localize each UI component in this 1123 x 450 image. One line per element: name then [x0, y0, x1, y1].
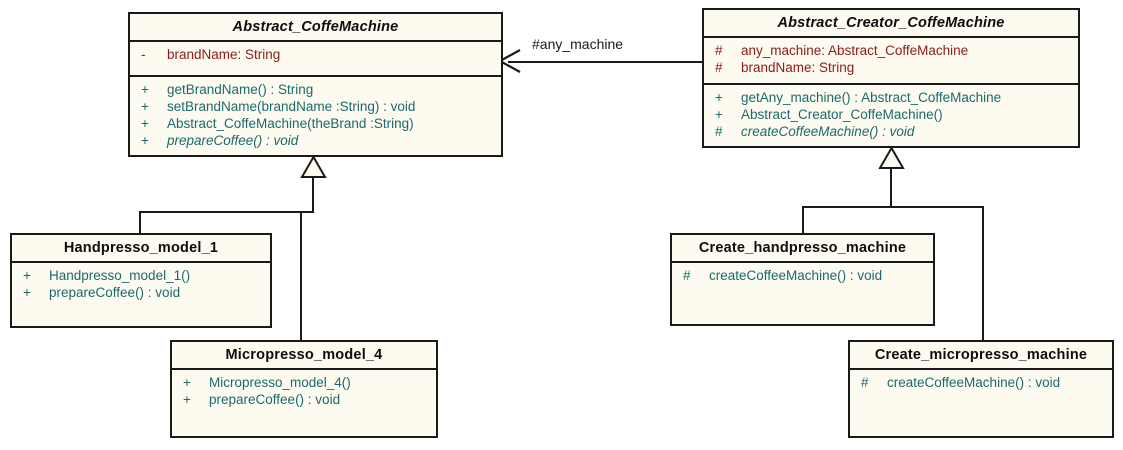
method-row: + Abstract_CoffeMachine(theBrand :String…: [130, 115, 499, 132]
method-row: + getAny_machine() : Abstract_CoffeMachi…: [704, 89, 1076, 106]
association-label-any-machine: #any_machine: [532, 36, 624, 52]
class-divider: [850, 368, 1112, 370]
generalization-stem-left: [312, 176, 314, 212]
methods-compartment: + Micropresso_model_4() + prepareCoffee(…: [172, 370, 436, 412]
attribute-signature: any_machine: Abstract_CoffeMachine: [741, 43, 969, 58]
generalization-drop-create-micropresso: [982, 206, 984, 340]
method-signature: prepareCoffee() : void: [167, 133, 299, 148]
method-row: + Abstract_Creator_CoffeMachine(): [704, 106, 1076, 123]
generalization-bus-left: [139, 211, 314, 213]
class-divider: [130, 40, 501, 42]
method-row: + Handpresso_model_1(): [12, 267, 268, 284]
generalization-triangle-right-icon: [878, 145, 905, 169]
visibility-marker: #: [715, 124, 723, 139]
visibility-marker: +: [183, 392, 191, 407]
class-divider: [130, 75, 501, 77]
method-row: + prepareCoffee() : void: [172, 391, 434, 408]
method-signature: setBrandName(brandName :String) : void: [167, 99, 416, 114]
attributes-compartment: - brandName: String: [130, 42, 501, 75]
class-divider: [172, 368, 436, 370]
method-signature: Micropresso_model_4(): [209, 375, 351, 390]
method-signature: Handpresso_model_1(): [49, 268, 191, 283]
method-row: # createCoffeeMachine() : void: [850, 374, 1110, 391]
visibility-marker: +: [715, 107, 723, 122]
method-signature: Abstract_Creator_CoffeMachine(): [741, 107, 943, 122]
visibility-marker: #: [861, 375, 869, 390]
attribute-row: # any_machine: Abstract_CoffeMachine: [704, 42, 1076, 59]
visibility-marker: #: [715, 60, 723, 75]
method-signature: prepareCoffee() : void: [209, 392, 341, 407]
visibility-marker: +: [141, 133, 149, 148]
method-signature: prepareCoffee() : void: [49, 285, 181, 300]
class-title-abstract-coffemachine: Abstract_CoffeMachine: [232, 19, 399, 35]
class-divider: [704, 83, 1078, 85]
attributes-compartment: # any_machine: Abstract_CoffeMachine # b…: [704, 38, 1078, 83]
visibility-marker: +: [23, 285, 31, 300]
attribute-row: # brandName: String: [704, 59, 1076, 76]
class-title-create-micropresso-machine: Create_micropresso_machine: [874, 347, 1088, 363]
visibility-marker: +: [715, 90, 723, 105]
visibility-marker: #: [715, 43, 723, 58]
visibility-marker: +: [141, 99, 149, 114]
generalization-triangle-left-icon: [300, 154, 327, 178]
visibility-marker: +: [23, 268, 31, 283]
class-title-abstract-creator-coffemachine: Abstract_Creator_CoffeMachine: [777, 15, 1005, 31]
class-divider: [704, 36, 1078, 38]
visibility-marker: +: [141, 116, 149, 131]
method-signature: Abstract_CoffeMachine(theBrand :String): [167, 116, 414, 131]
method-signature: createCoffeeMachine() : void: [887, 375, 1061, 390]
methods-compartment: + getBrandName() : String + setBrandName…: [130, 77, 501, 153]
method-signature: createCoffeeMachine() : void: [709, 268, 883, 283]
method-signature: getAny_machine() : Abstract_CoffeMachine: [741, 90, 1002, 105]
visibility-marker: -: [141, 47, 146, 62]
method-row-abstract: + prepareCoffee() : void: [130, 132, 499, 149]
method-signature: getBrandName() : String: [167, 82, 314, 97]
class-title-create-handpresso-machine: Create_handpresso_machine: [698, 240, 907, 256]
class-title-handpresso-model-1: Handpresso_model_1: [63, 240, 219, 256]
method-row-abstract: # createCoffeeMachine() : void: [704, 123, 1076, 140]
visibility-marker: #: [683, 268, 691, 283]
method-row: + prepareCoffee() : void: [12, 284, 268, 301]
class-box-create-handpresso-machine[interactable]: Create_handpresso_machine # createCoffee…: [670, 233, 935, 326]
method-row: + setBrandName(brandName :String) : void: [130, 98, 499, 115]
class-box-handpresso-model-1[interactable]: Handpresso_model_1 + Handpresso_model_1(…: [10, 233, 272, 328]
generalization-stem-right: [890, 167, 892, 207]
class-box-create-micropresso-machine[interactable]: Create_micropresso_machine # createCoffe…: [848, 340, 1114, 438]
class-divider: [12, 261, 270, 263]
association-line-any-machine: [508, 61, 703, 63]
method-row: + Micropresso_model_4(): [172, 374, 434, 391]
generalization-drop-create-handpresso: [802, 206, 804, 234]
generalization-drop-handpresso: [139, 211, 141, 235]
visibility-marker: +: [141, 82, 149, 97]
generalization-drop-micropresso: [300, 211, 302, 340]
methods-compartment: + getAny_machine() : Abstract_CoffeMachi…: [704, 85, 1078, 144]
method-row: + getBrandName() : String: [130, 81, 499, 98]
class-divider: [672, 261, 933, 263]
methods-compartment: + Handpresso_model_1() + prepareCoffee()…: [12, 263, 270, 305]
class-box-micropresso-model-4[interactable]: Micropresso_model_4 + Micropresso_model_…: [170, 340, 438, 438]
method-signature: createCoffeeMachine() : void: [741, 124, 915, 139]
attribute-row: - brandName: String: [130, 46, 499, 63]
visibility-marker: +: [183, 375, 191, 390]
generalization-bus-right: [802, 206, 984, 208]
methods-compartment: # createCoffeeMachine() : void: [850, 370, 1112, 395]
attribute-signature: brandName: String: [167, 47, 281, 62]
methods-compartment: # createCoffeeMachine() : void: [672, 263, 933, 288]
class-box-abstract-coffemachine[interactable]: Abstract_CoffeMachine - brandName: Strin…: [128, 12, 503, 157]
class-title-micropresso-model-4: Micropresso_model_4: [225, 347, 383, 363]
class-box-abstract-creator-coffemachine[interactable]: Abstract_Creator_CoffeMachine # any_mach…: [702, 8, 1080, 148]
method-row: # createCoffeeMachine() : void: [672, 267, 931, 284]
attribute-signature: brandName: String: [741, 60, 855, 75]
